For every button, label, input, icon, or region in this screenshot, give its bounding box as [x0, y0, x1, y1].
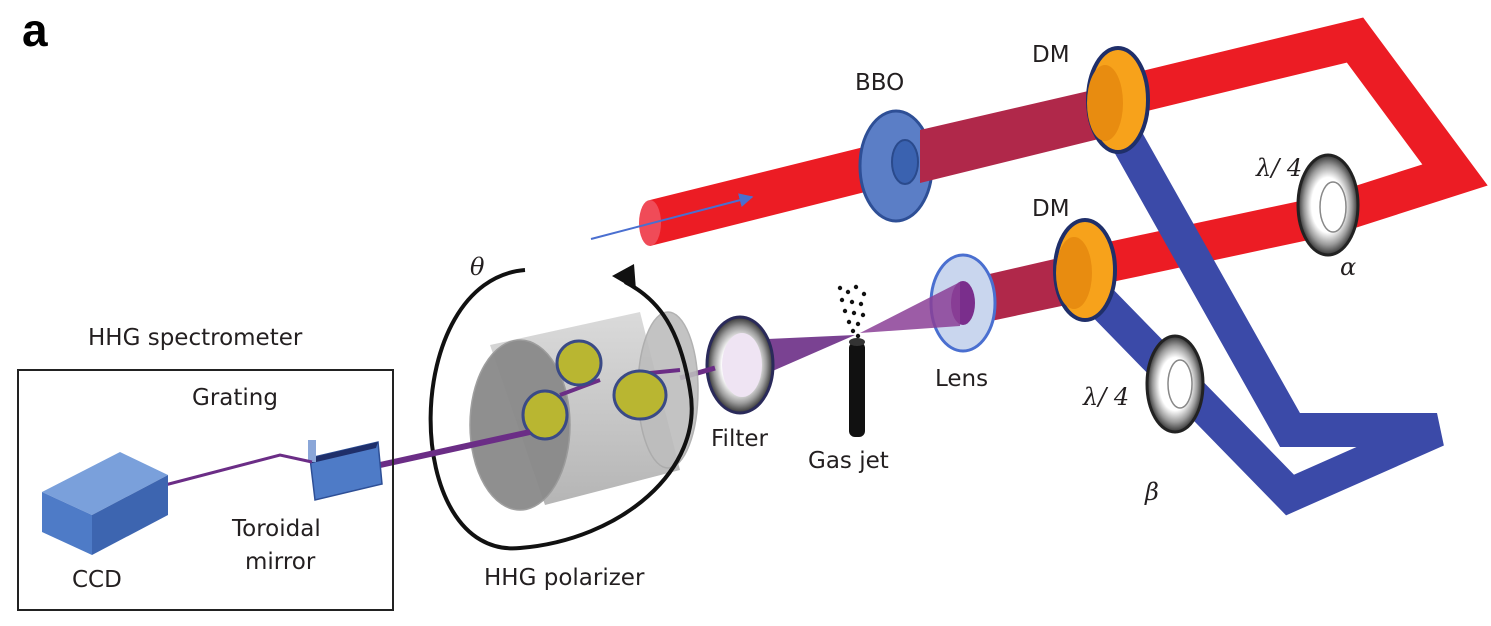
- label-quarter-wave-bottom: λ/ 4: [1082, 383, 1129, 411]
- metal-filter: [705, 315, 775, 415]
- label-dm-top: DM: [1032, 42, 1070, 68]
- label-hhg-spectrometer: HHG spectrometer: [88, 325, 303, 351]
- quarter-wave-plate-alpha: [1296, 153, 1360, 257]
- label-hhg-polarizer: HHG polarizer: [484, 565, 645, 591]
- hhg-polarizer-cylinder: [469, 311, 699, 511]
- gas-jet: [837, 284, 867, 437]
- gas-particles: [837, 284, 867, 339]
- polarizer-mirror-2: [612, 369, 668, 421]
- input-direction-arrow: [590, 193, 754, 240]
- ccd-camera: [42, 452, 168, 555]
- label-dm-bottom: DM: [1032, 196, 1070, 222]
- label-beta: β: [1144, 478, 1159, 506]
- label-bbo: BBO: [855, 70, 904, 96]
- mixed-beam-upper: [920, 86, 1115, 183]
- dichroic-mirror-lower: [1053, 218, 1117, 322]
- focused-cone: [860, 282, 960, 333]
- spectrometer-box: [17, 369, 394, 611]
- label-mirror: mirror: [245, 549, 316, 575]
- red-beam-alpha-arm: [1090, 17, 1488, 282]
- label-lens: Lens: [935, 366, 988, 392]
- label-alpha: α: [1340, 253, 1356, 281]
- label-quarter-wave-top: λ/ 4: [1255, 154, 1302, 182]
- rotation-arrow: [428, 264, 694, 551]
- label-theta: θ: [470, 253, 485, 281]
- panel-label: a: [22, 4, 48, 56]
- bbo-crystal: [858, 109, 934, 223]
- harmonic-beam-to-mirror: [379, 429, 531, 468]
- label-filter: Filter: [711, 426, 769, 452]
- label-grating: Grating: [192, 385, 278, 411]
- label-toroidal: Toroidal: [231, 516, 321, 542]
- toroidal-mirror: [308, 440, 383, 501]
- polarizer-mirror-1: [555, 339, 603, 387]
- blue-beam-beta-arm: [1077, 101, 1444, 516]
- label-ccd: CCD: [72, 567, 122, 593]
- polarizer-mirror-3: [521, 389, 569, 441]
- dichroic-mirror-upper: [1086, 46, 1150, 154]
- beam-to-ccd: [164, 453, 313, 487]
- label-gas-jet: Gas jet: [808, 448, 889, 474]
- input-red-beam: [590, 138, 905, 246]
- quarter-wave-plate-beta: [1145, 334, 1205, 434]
